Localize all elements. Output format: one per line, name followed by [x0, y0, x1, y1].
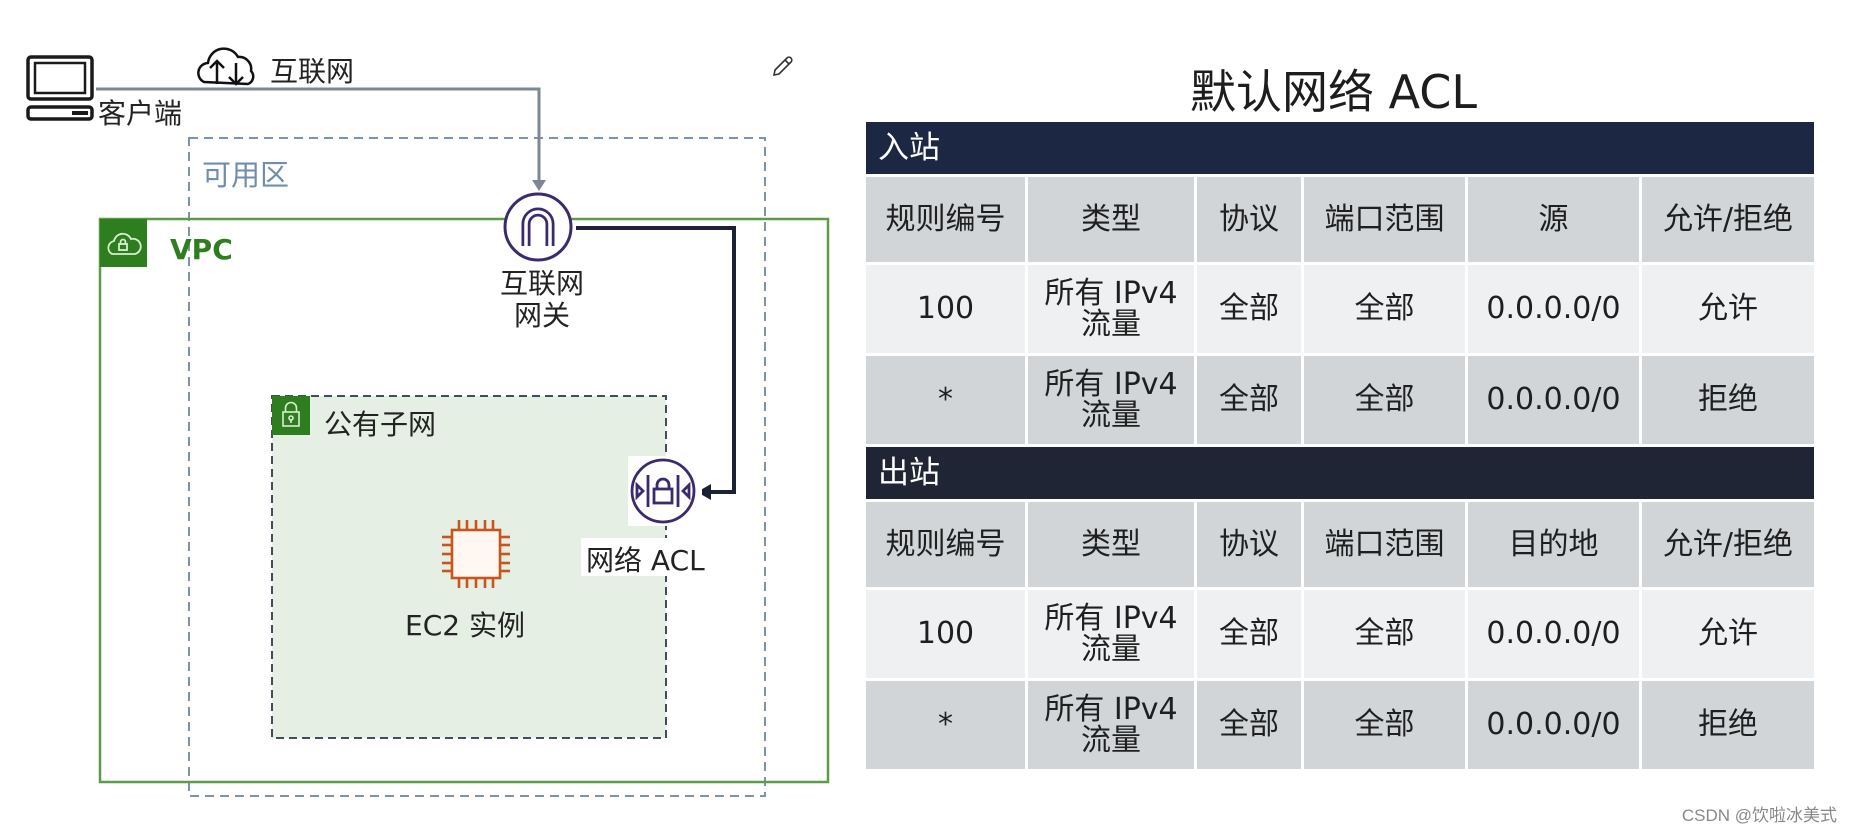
protocol-cell: 全部	[1197, 681, 1304, 772]
port-range-cell: 全部	[1304, 681, 1468, 772]
inbound-rules-table: 入站 规则编号 类型 协议 端口范围 源 允许/拒绝 100 所有 IPv4 流…	[866, 122, 1814, 772]
column-header: 允许/拒绝	[1642, 502, 1814, 590]
outbound-column-headers: 规则编号 类型 协议 端口范围 目的地 允许/拒绝	[866, 502, 1814, 590]
table-row: * 所有 IPv4 流量 全部 全部 0.0.0.0/0 拒绝	[866, 356, 1814, 447]
ec2-instance-label: EC2 实例	[405, 609, 525, 642]
column-header: 允许/拒绝	[1642, 177, 1814, 265]
port-range-cell: 全部	[1304, 265, 1468, 356]
table-row: 100 所有 IPv4 流量 全部 全部 0.0.0.0/0 允许	[866, 590, 1814, 681]
protocol-cell: 全部	[1197, 265, 1304, 356]
source-cell: 0.0.0.0/0	[1468, 356, 1642, 447]
vpc-box	[98, 217, 830, 784]
nacl-label-background	[581, 538, 717, 576]
internet-gateway-label: 互联网 网关	[492, 267, 592, 333]
rule-number-cell: 100	[866, 590, 1028, 681]
destination-cell: 0.0.0.0/0	[1468, 590, 1642, 681]
rule-number-cell: 100	[866, 265, 1028, 356]
type-cell: 所有 IPv4 流量	[1028, 681, 1197, 772]
igw-label-line1: 互联网	[499, 267, 584, 300]
inbound-column-headers: 规则编号 类型 协议 端口范围 源 允许/拒绝	[866, 177, 1814, 265]
internet-gateway-icon	[503, 192, 573, 262]
vpc-label: VPC	[170, 233, 233, 266]
internet-label: 互联网	[270, 55, 355, 88]
internet-path-line	[96, 87, 541, 180]
rule-number-cell: *	[866, 681, 1028, 772]
inbound-section-label: 入站	[866, 122, 1814, 177]
subnet-lock-icon	[282, 401, 300, 427]
availability-zone-box	[188, 137, 766, 797]
network-acl-icon	[630, 458, 696, 524]
port-range-cell: 全部	[1304, 356, 1468, 447]
column-header: 源	[1468, 177, 1642, 265]
type-cell: 所有 IPv4 流量	[1028, 356, 1197, 447]
column-header: 目的地	[1468, 502, 1642, 590]
type-cell: 所有 IPv4 流量	[1028, 265, 1197, 356]
column-header: 类型	[1028, 502, 1197, 590]
column-header: 端口范围	[1304, 177, 1468, 265]
allow-deny-cell: 允许	[1642, 265, 1814, 356]
client-computer-icon	[26, 55, 94, 121]
internet-path-arrowhead	[532, 180, 546, 191]
igw-to-nacl-arrowhead	[697, 484, 711, 500]
destination-cell: 0.0.0.0/0	[1468, 681, 1642, 772]
type-cell: 所有 IPv4 流量	[1028, 590, 1197, 681]
table-row: 100 所有 IPv4 流量 全部 全部 0.0.0.0/0 允许	[866, 265, 1814, 356]
outbound-section-header: 出站	[866, 447, 1814, 502]
column-header: 规则编号	[866, 177, 1028, 265]
column-header: 规则编号	[866, 502, 1028, 590]
public-subnet-label: 公有子网	[324, 408, 437, 441]
igw-to-nacl-line	[576, 226, 736, 494]
column-header: 类型	[1028, 177, 1197, 265]
ec2-instance-icon	[442, 520, 510, 588]
pencil-cursor-icon	[772, 56, 793, 77]
port-range-cell: 全部	[1304, 590, 1468, 681]
vpc-cloud-lock-icon	[107, 232, 142, 255]
column-header: 协议	[1197, 502, 1304, 590]
network-acl-label: 网络 ACL	[586, 544, 705, 577]
protocol-cell: 全部	[1197, 590, 1304, 681]
client-label: 客户端	[98, 97, 183, 130]
outbound-section-label: 出站	[866, 447, 1814, 502]
table-row: * 所有 IPv4 流量 全部 全部 0.0.0.0/0 拒绝	[866, 681, 1814, 772]
allow-deny-cell: 拒绝	[1642, 356, 1814, 447]
protocol-cell: 全部	[1197, 356, 1304, 447]
inbound-section-header: 入站	[866, 122, 1814, 177]
rule-number-cell: *	[866, 356, 1028, 447]
acl-title: 默认网络 ACL	[1190, 65, 1478, 119]
allow-deny-cell: 允许	[1642, 590, 1814, 681]
column-header: 端口范围	[1304, 502, 1468, 590]
column-header: 协议	[1197, 177, 1304, 265]
network-diagram	[26, 47, 830, 797]
availability-zone-label: 可用区	[202, 158, 290, 192]
watermark: CSDN @饮啦冰美式	[1681, 806, 1837, 825]
igw-label-line2: 网关	[513, 299, 570, 333]
source-cell: 0.0.0.0/0	[1468, 265, 1642, 356]
allow-deny-cell: 拒绝	[1642, 681, 1814, 772]
internet-cloud-icon	[197, 47, 255, 86]
